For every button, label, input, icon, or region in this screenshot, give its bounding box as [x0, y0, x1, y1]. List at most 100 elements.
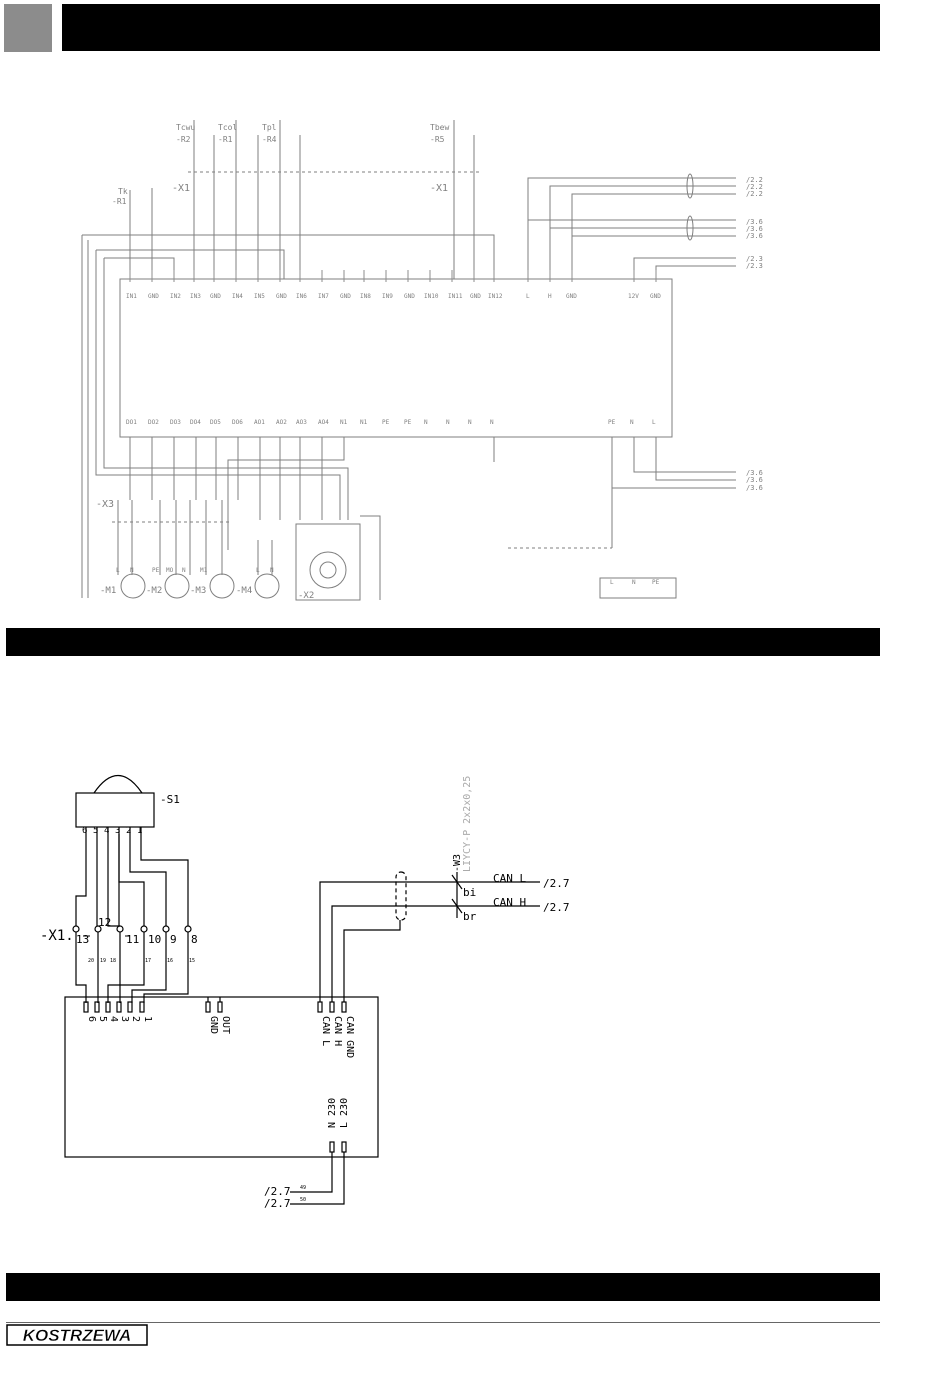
output-label: AO4 — [318, 419, 329, 426]
sensor-name: Tcwu — [176, 123, 195, 132]
can-pin: CAN L — [320, 1016, 331, 1046]
block-pin: N — [632, 579, 636, 586]
input-label: IN2 — [170, 293, 181, 300]
can-pin: CAN GND — [344, 1016, 355, 1058]
input-label: IN5 — [254, 293, 265, 300]
terminal-number: 12 — [98, 916, 111, 929]
corner-marker — [4, 4, 52, 52]
ref-label: /3.6 — [746, 218, 763, 226]
input-label: H — [548, 293, 552, 300]
input-label: GND — [210, 293, 221, 300]
can-signal-label: CAN L — [493, 872, 526, 885]
cable-type: LIYCY-P 2x2x0,25 — [462, 776, 473, 872]
output-label: DO6 — [232, 419, 243, 426]
sensor-name: Tbew — [430, 123, 449, 132]
terminal-number: 8 — [191, 933, 198, 946]
cable-core: br — [463, 910, 477, 923]
input-label: IN4 — [232, 293, 243, 300]
output-label: DO1 — [126, 419, 137, 426]
ref-label: /3.6 — [746, 476, 763, 484]
output-label: N — [490, 419, 494, 426]
io-pin: GND — [208, 1016, 219, 1034]
input-label: GND — [340, 293, 351, 300]
wire-number: 19 — [100, 958, 106, 964]
motor-pin: N — [270, 567, 274, 574]
module-pin: 1 — [142, 1016, 153, 1022]
input-label: 12V — [628, 293, 639, 300]
module-pin: 6 — [86, 1016, 97, 1022]
io-pin: OUT — [220, 1016, 231, 1034]
can-pin: CAN H — [332, 1016, 343, 1046]
motor-pin: MO — [166, 567, 174, 574]
input-label: IN12 — [488, 293, 503, 300]
output-label: N1 — [340, 419, 348, 426]
input-label: IN7 — [318, 293, 329, 300]
input-label: GND — [404, 293, 415, 300]
module-pin: 4 — [108, 1016, 119, 1022]
motor-ref: -M3 — [190, 586, 206, 596]
terminal-number: 10 — [148, 933, 161, 946]
motor-ref: -M4 — [236, 586, 252, 596]
input-label: IN9 — [382, 293, 393, 300]
header-bar — [62, 4, 880, 51]
input-label: L — [526, 293, 530, 300]
ref-label: /3.6 — [746, 225, 763, 233]
module-pin: 5 — [97, 1016, 108, 1022]
input-label: IN3 — [190, 293, 201, 300]
output-label: PE — [382, 419, 390, 426]
sensor-ref: -R5 — [430, 135, 445, 144]
can-signal-ref: /2.7 — [543, 877, 570, 890]
brand-name: KOSTRZEWA — [23, 1326, 132, 1345]
power-wire: 50 — [300, 1197, 306, 1203]
switch-pin: 6 — [82, 826, 87, 836]
sensor-name: Tpl — [262, 123, 277, 132]
sensor-ref: -R2 — [176, 135, 191, 144]
input-label: IN11 — [448, 293, 463, 300]
output-label: DO5 — [210, 419, 221, 426]
switch-pin: 5 — [93, 826, 98, 836]
switch-ref: -S1 — [160, 793, 180, 806]
ref-label: /2.3 — [746, 262, 763, 270]
motor-pin: N — [182, 567, 186, 574]
output-label: AO2 — [276, 419, 287, 426]
module-pin: 2 — [130, 1016, 141, 1022]
cable-core: bi — [463, 886, 476, 899]
section-bar-middle — [6, 628, 880, 656]
output-label: PE — [404, 419, 412, 426]
module-pin: 3 — [119, 1016, 130, 1022]
output-label: DO4 — [190, 419, 201, 426]
input-label: GND — [566, 293, 577, 300]
switch-pin: 2 — [126, 826, 131, 836]
wire-number: 17 — [145, 958, 151, 964]
block-pin: PE — [652, 579, 660, 586]
terminal-ref: -X1 — [430, 183, 448, 194]
block-pin: L — [610, 579, 614, 586]
terminal-ref: -X1 — [172, 183, 190, 194]
input-label: GND — [148, 293, 159, 300]
terminal-ref: -X2 — [298, 591, 314, 601]
input-label: IN10 — [424, 293, 439, 300]
switch-pin: 3 — [115, 826, 120, 836]
sensor-name: Tk — [118, 187, 128, 196]
sensor-ref: -R1 — [218, 135, 233, 144]
sensor-ref: -R4 — [262, 135, 277, 144]
power-ref: /2.7 — [264, 1185, 291, 1198]
cable-ref: -W3 — [452, 854, 463, 872]
wire-number: 15 — [189, 958, 195, 964]
switch-pin: 4 — [104, 826, 109, 836]
output-label: AO3 — [296, 419, 307, 426]
output-label: AO1 — [254, 419, 265, 426]
ref-label: /2.2 — [746, 190, 763, 198]
power-pin: L 230 — [339, 1098, 350, 1128]
ref-label: /2.2 — [746, 176, 763, 184]
motor-ref: -M1 — [100, 586, 116, 596]
power-ref: /2.7 — [264, 1197, 291, 1210]
kostrzewa-logo: KOSTRZEWA — [6, 1324, 148, 1346]
output-label: L — [652, 419, 656, 426]
wire-number: 16 — [167, 958, 173, 964]
top-wiring-diagram: Tcwu -R2 Tcol -R1 Tpl -R4 Tbew -R5 Tk -R… — [81, 120, 763, 601]
ref-label: /2.3 — [746, 255, 763, 263]
input-label: IN6 — [296, 293, 307, 300]
footer-rule — [6, 1322, 880, 1323]
